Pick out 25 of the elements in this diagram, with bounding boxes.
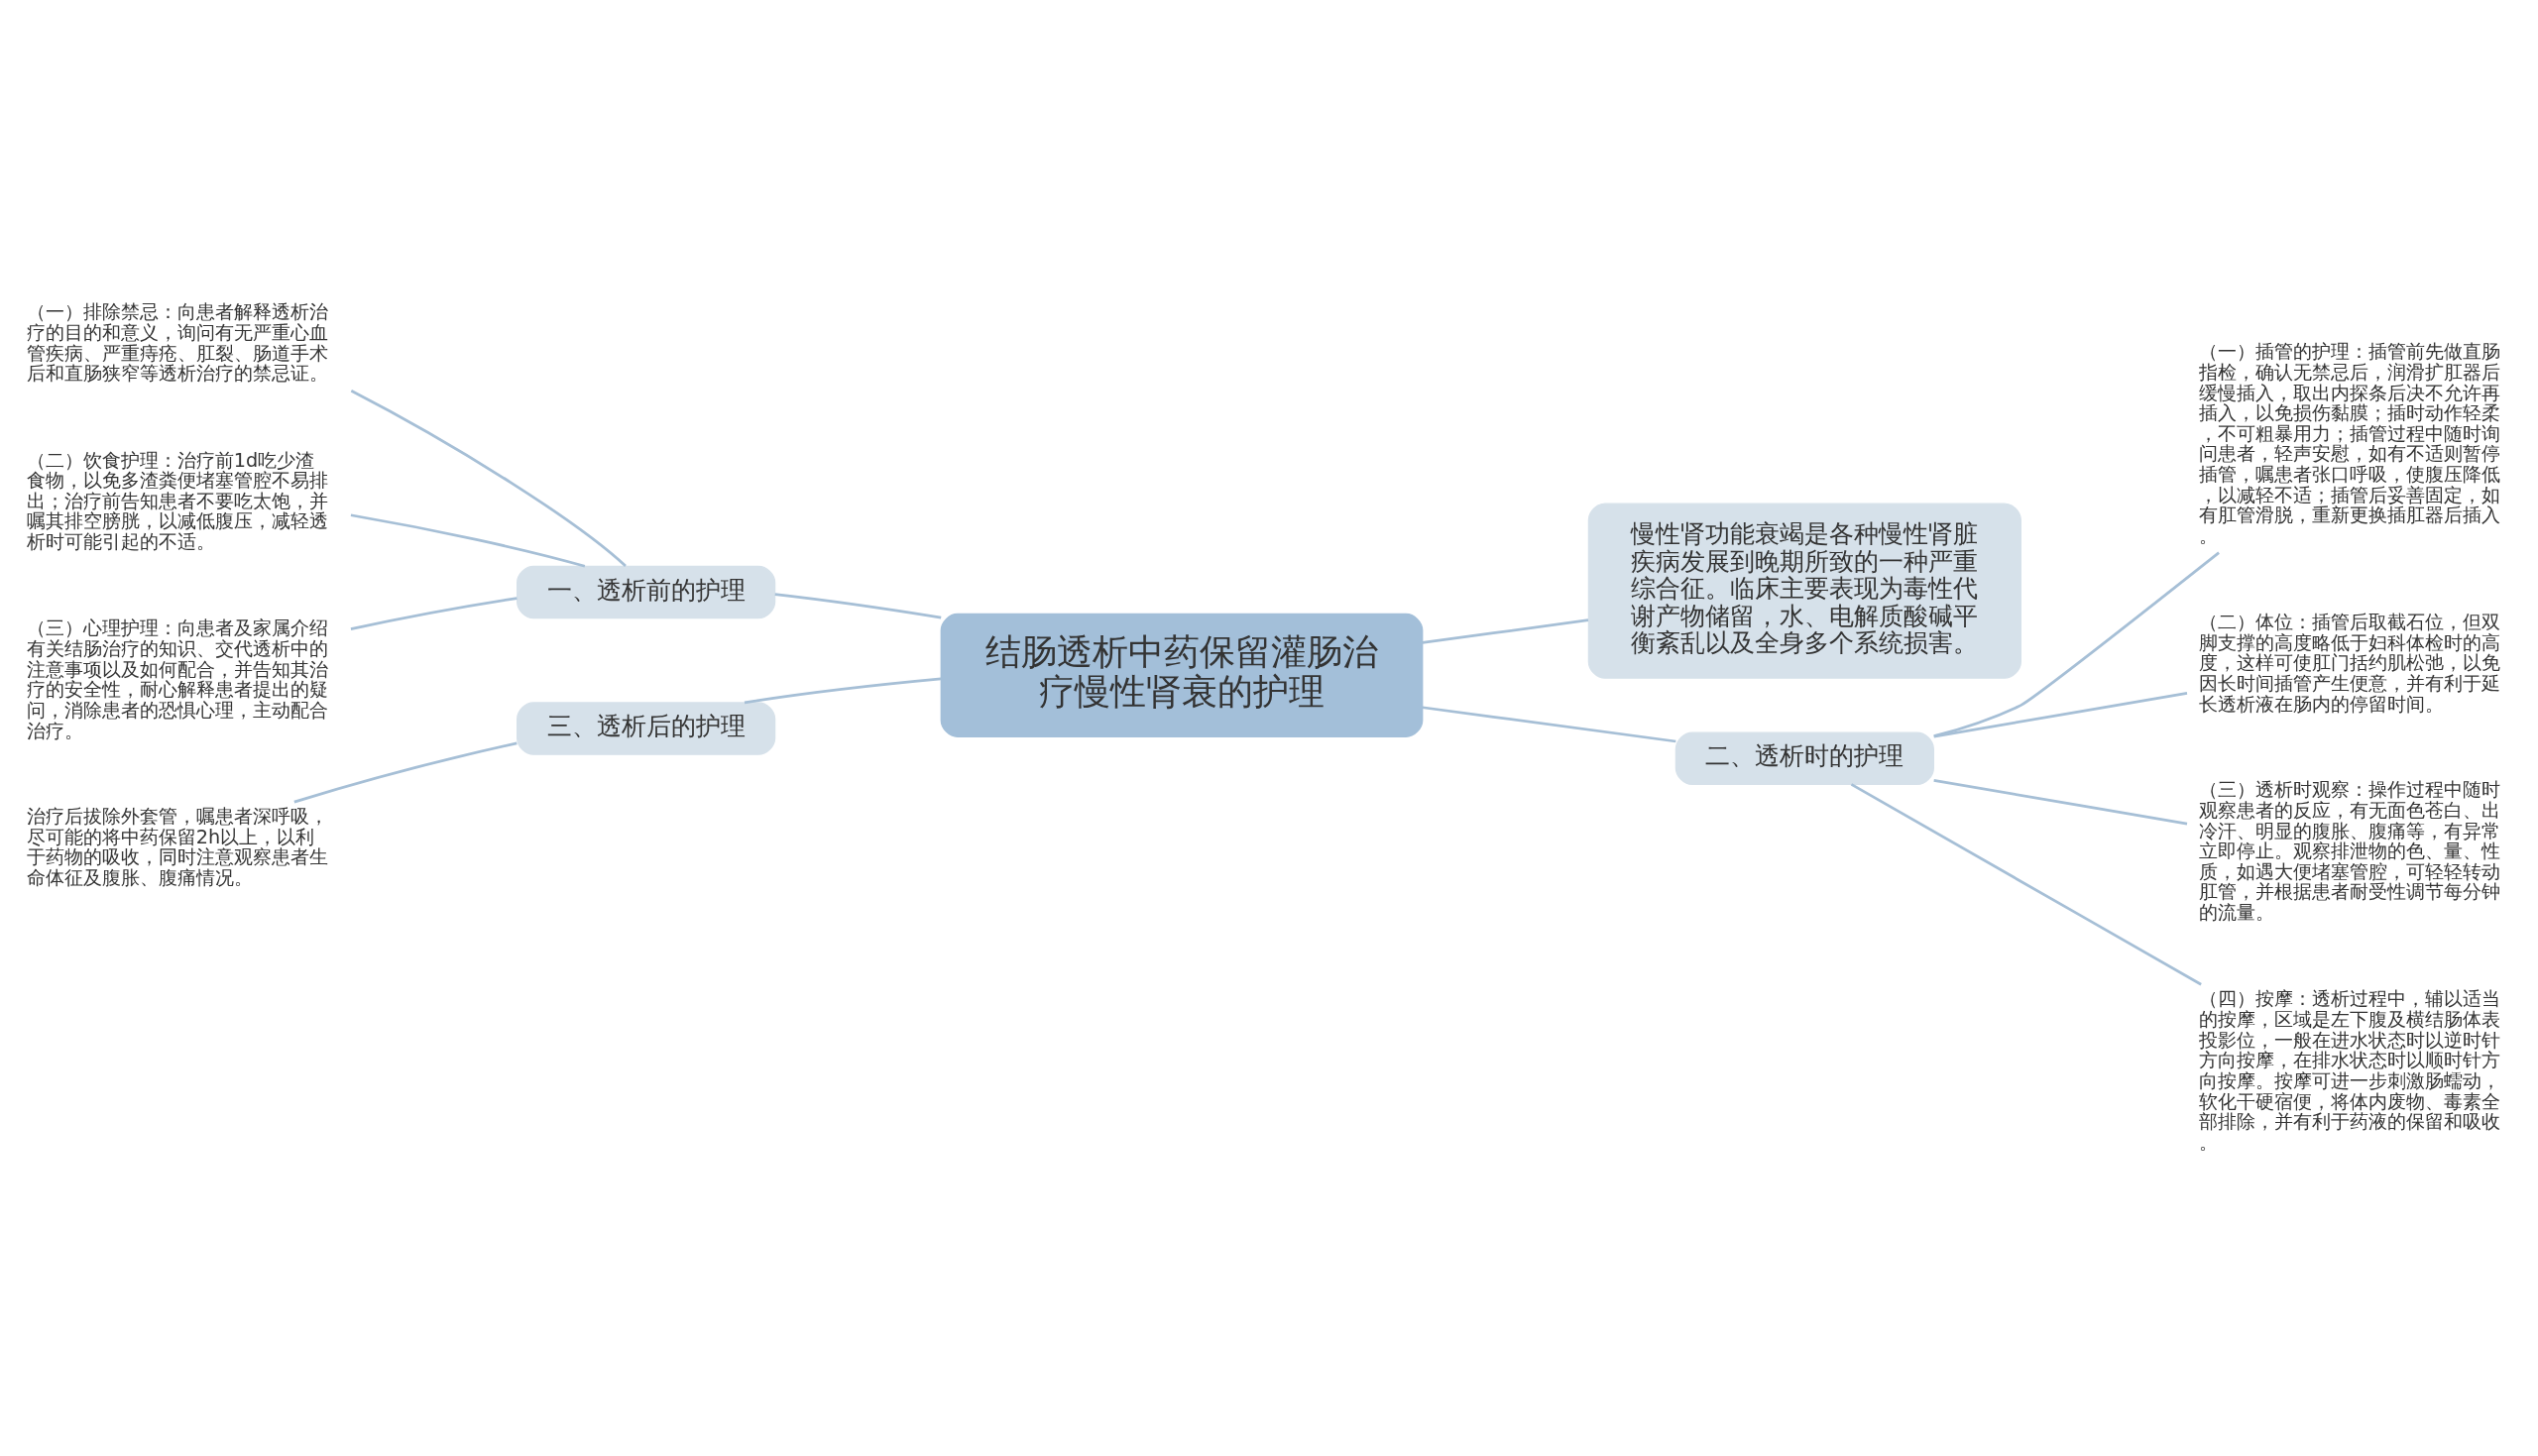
connector xyxy=(744,677,942,704)
node-box: 三、透析后的护理 xyxy=(517,701,776,755)
connector xyxy=(350,389,627,567)
connector xyxy=(1933,551,2220,737)
connector xyxy=(774,592,942,619)
node-text: 治疗后拔除外套管，嘱患者深呼吸，尽可能的将中药保留2h以上，以利于药物的吸收，同时注意观察患者生命体征及腹胀、腹痛情况。 xyxy=(26,804,328,889)
node-box: 结肠透析中药保留灌肠治疗慢性肾衰的护理 xyxy=(940,613,1424,737)
node-text: （三）心理护理：向患者及家属介绍有关结肠治疗的知识、交代透析中的注意事项以及如何配合，并告知其治疗的安全性，耐心解释患者提出的疑问，消除患者的恐惧心理，主动配合治疗。 xyxy=(26,616,328,742)
connector xyxy=(1933,778,2188,826)
connector xyxy=(350,596,518,630)
node-text: （四）按摩：透析过程中，辅以适当的按摩，区域是左下腹及横结肠体表投影位，一般在进水状态时以逆时针方向按摩，在排水状态时以顺时针方向按摩。按摩可进一步刺激肠蠕动，软化干硬宿便，将体内废物、毒素全部排除，并有利于药液的保留和吸收。 xyxy=(2199,986,2501,1154)
node-text: （二）饮食护理：治疗前1d吃少渣食物，以免多渣粪便堵塞管腔不易排出；治疗前告知患者不要吃太饱，并嘱其排空膀胱，以减低腹压，减轻透析时可能引起的不适。 xyxy=(26,448,328,553)
node-text: （二）体位：插管后取截石位，但双脚支撑的高度略低于妇科体检时的高度，这样可使肛门括约肌松弛，以免因长时间插管产生便意，并有利于延长透析液在肠内的停留时间。 xyxy=(2199,610,2501,716)
connector xyxy=(1850,782,2202,985)
node-box: 一、透析前的护理 xyxy=(517,565,776,618)
connector xyxy=(350,512,586,568)
node-box: 慢性肾功能衰竭是各种慢性肾脏疾病发展到晚期所致的一种严重综合征。临床主要表现为毒性代谢产物储留，水、电解质酸碱平衡紊乱以及全身多个系统损害。 xyxy=(1587,502,2021,679)
node-text: （三）透析时观察：操作过程中随时观察患者的反应，有无面色苍白、出冷汗、明显的腹胀、腹痛等，有异常立即停止。观察排泄物的色、量、性质，如遇大便堵塞管腔，可轻轻转动肛管，并根据患者耐受性调节每分钟的流量。 xyxy=(2199,777,2501,924)
connector xyxy=(1422,617,1589,644)
connector xyxy=(1422,705,1676,742)
connector xyxy=(293,741,518,803)
node-box: 二、透析时的护理 xyxy=(1674,730,1934,785)
node-text: （一）插管的护理：插管前先做直肠指检，确认无禁忌后，润滑扩肛器后缓慢插入，取出内探条后决不允许再插入，以免损伤黏膜；插时动作轻柔，不可粗暴用力；插管过程中随时询问患者，轻声安慰，如有不适则暂停插管，嘱患者张口呼吸，使腹压降低，以减轻不适；插管后妥善固定，如有肛管滑脱，重新更换插肛器后插入。 xyxy=(2199,339,2501,547)
node-text: （一）排除禁忌：向患者解释透析治疗的目的和意义，询问有无严重心血管疾病、严重痔疮、肛裂、肠道手术后和直肠狭窄等透析治疗的禁忌证。 xyxy=(26,299,328,385)
connector xyxy=(1933,691,2188,737)
